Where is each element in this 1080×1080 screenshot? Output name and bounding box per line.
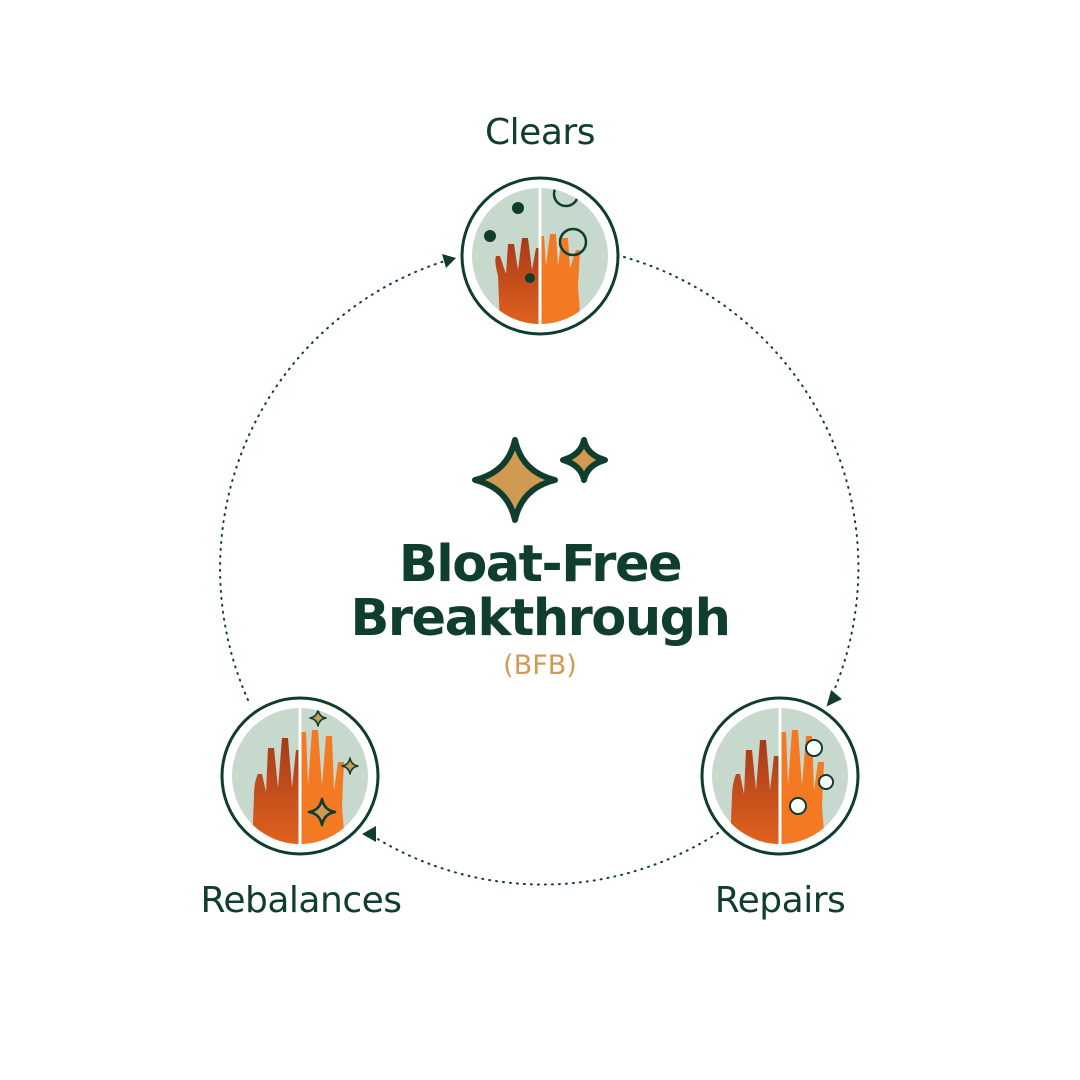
arrowhead-clears <box>442 254 456 268</box>
arrowhead-rebalances <box>362 826 376 842</box>
title-line-1: Bloat-Free <box>398 535 683 594</box>
arc-repairs-to-rebalances <box>367 832 719 886</box>
hand-bubbles-icon <box>700 696 860 856</box>
title-line-2: Breakthrough <box>350 589 731 648</box>
abbreviation: (BFB) <box>503 650 577 681</box>
cycle-arrows <box>219 256 860 886</box>
hand-targets-icon <box>460 176 620 336</box>
stage-label-clears: Clears <box>485 112 595 153</box>
arrowheads <box>362 254 842 842</box>
center-title: Bloat-Free Breakthrough <box>0 538 1080 646</box>
center-sparkles-icon <box>472 437 608 523</box>
arrowhead-repairs <box>826 690 842 707</box>
arc-rebalances-to-clears <box>219 259 449 701</box>
hand-sparkles-icon <box>220 696 380 856</box>
stage-label-rebalances: Rebalances <box>200 880 402 921</box>
stage-label-repairs: Repairs <box>714 880 846 921</box>
